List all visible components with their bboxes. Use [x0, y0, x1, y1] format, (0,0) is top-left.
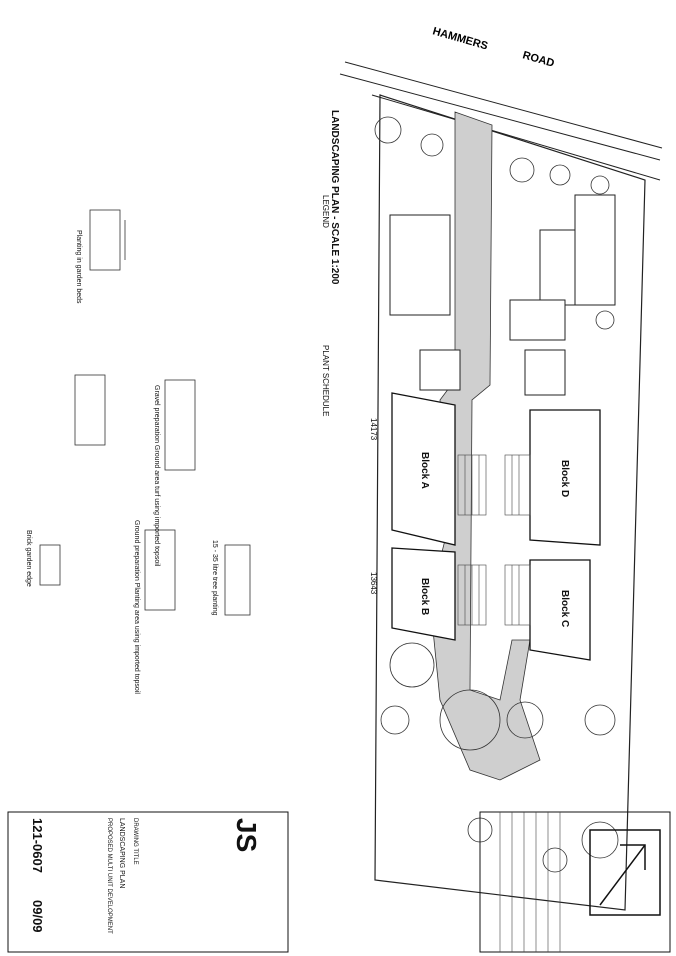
firm-initials: JS	[231, 818, 262, 853]
title-block-frame	[7, 811, 289, 953]
sheet-number: 09/09	[30, 900, 45, 933]
revisions-table-frame	[479, 811, 671, 953]
tree-symbols	[374, 116, 619, 873]
project-number: 121-0607	[30, 818, 45, 873]
block-a-label: Block A	[419, 452, 430, 489]
dimension-bottom: 13643	[369, 572, 378, 595]
hammers-road	[339, 61, 663, 181]
detail-ground-prep: Ground preparation Planting area using i…	[133, 520, 140, 694]
block-c-label: Block C	[559, 590, 570, 628]
block-d-label: Block D	[559, 460, 570, 498]
plant-schedule-heading: PLANT SCHEDULE	[321, 345, 330, 417]
north-arrow-icon	[589, 829, 661, 916]
detail-gravel-prep: Gravel preparation Ground area turf usin…	[153, 385, 160, 567]
road-name-road: ROAD	[521, 49, 555, 69]
paving-grids	[457, 454, 531, 626]
block-a	[391, 392, 456, 546]
detail-brick-edge: Brick garden edge	[25, 530, 32, 587]
plan-title: LANDSCAPING PLAN - SCALE 1:200	[329, 110, 340, 285]
detail-sketches	[39, 209, 251, 616]
project-description: PROPOSED MULTI UNIT DEVELOPMENT	[106, 818, 112, 934]
legend-heading: LEGEND	[321, 195, 330, 228]
revision-table-lines	[499, 812, 561, 952]
detail-tree-planting: 15 - 35 litre tree planting	[211, 540, 218, 616]
detail-garden-beds: Planting in garden beds	[75, 230, 82, 304]
dimension-top: 14173	[369, 418, 378, 441]
site-boundary	[374, 94, 646, 911]
drawing-title-label: DRAWING TITLE	[132, 818, 138, 865]
block-b-label: Block B	[419, 578, 430, 616]
block-b	[391, 547, 456, 641]
drawing-title: LANDSCAPING PLAN	[118, 818, 125, 889]
existing-buildings	[389, 194, 616, 396]
road-name-hammers: HAMMERS	[431, 25, 489, 52]
